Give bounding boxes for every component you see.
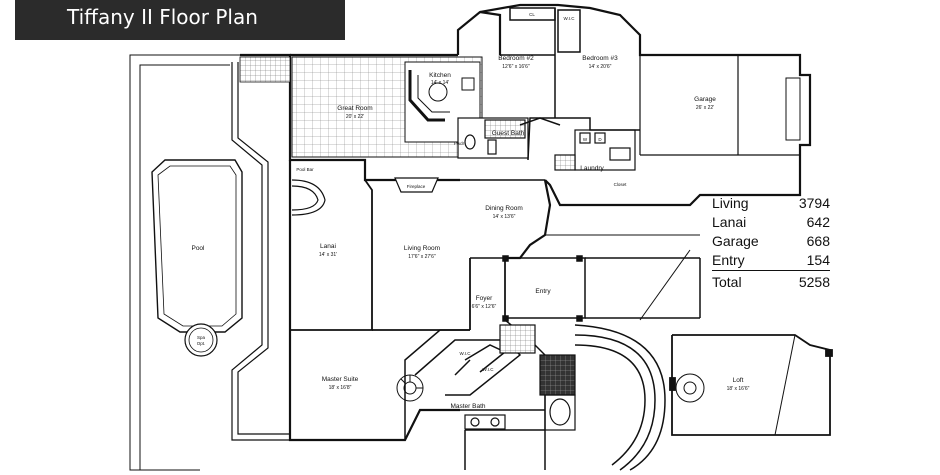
room-name: Great Room <box>337 105 372 112</box>
total-value: 5258 <box>798 274 830 290</box>
area-value: 668 <box>806 233 830 249</box>
site-outline <box>129 54 240 471</box>
room-name: Living Room <box>404 245 440 252</box>
room-name: Garage <box>694 96 716 103</box>
area-row: Living 3794 <box>712 194 830 213</box>
pool-bar-label: Pool Bar <box>296 167 314 172</box>
area-row: Entry 154 <box>712 251 830 271</box>
pool-shape <box>151 159 243 357</box>
pool-bar <box>291 179 326 216</box>
spiral-stair-main <box>396 374 424 402</box>
room-dimensions: 17'6" x 27'6" <box>408 254 436 260</box>
room-name: Bedroom #3 <box>582 55 618 62</box>
room-dimensions: 14' x 20'6" <box>589 64 612 70</box>
garage-area <box>639 55 801 156</box>
wic-label: W.I.C <box>564 16 576 21</box>
entry-porch <box>502 234 701 322</box>
area-summary-table: Living 3794 Lanai 642 Garage 668 Entry 1… <box>712 194 830 292</box>
room-name: Guest Bath <box>492 130 525 137</box>
fireplace-label: Fireplace <box>407 184 426 189</box>
room-dimensions: 6'6" x 12'6" <box>472 304 497 310</box>
plan-title: Tiffany II Floor Plan <box>67 5 258 29</box>
guest-bath-area <box>457 117 529 159</box>
wic-label: W.I.C <box>460 351 472 356</box>
closet-label: CL <box>529 12 535 17</box>
area-value: 642 <box>806 214 830 230</box>
room-name: Kitchen <box>429 72 451 79</box>
room-name: Laundry <box>580 165 604 172</box>
area-label: Lanai <box>712 214 747 230</box>
room-name: Bedroom #2 <box>498 55 534 62</box>
washer-label: W <box>583 137 588 142</box>
total-label: Total <box>712 274 742 290</box>
room-name: Lanai <box>320 243 336 250</box>
room-name: Pool <box>191 245 205 252</box>
curved-walkway <box>464 324 666 471</box>
area-total-row: Total 5258 <box>712 273 830 292</box>
dryer-label: D <box>598 137 602 142</box>
closet-label: Closet <box>614 182 628 187</box>
area-label: Living <box>712 195 749 211</box>
wic-label: W.I.C <box>483 367 495 372</box>
loft-walls <box>669 334 833 436</box>
room-dimensions: 18' x 16'6" <box>727 386 750 392</box>
title-banner: Tiffany II Floor Plan <box>15 0 345 40</box>
area-value: 3794 <box>798 195 830 211</box>
spa-label: Spa <box>197 335 206 340</box>
pwdr-label: Pwdr <box>454 141 465 146</box>
room-name: Master Suite <box>322 376 359 383</box>
dining-walls <box>460 179 545 320</box>
area-label: Garage <box>712 233 759 249</box>
room-name: Master Bath <box>450 403 485 410</box>
room-name: Loft <box>733 377 744 384</box>
spa-opt-label: Opt. <box>197 341 206 346</box>
area-label: Entry <box>712 252 745 268</box>
area-value: 154 <box>806 252 830 268</box>
area-row: Lanai 642 <box>712 213 830 232</box>
laundry-area <box>554 129 636 171</box>
room-dimensions: 20' x 22' <box>346 114 364 120</box>
room-name: Foyer <box>476 295 493 302</box>
room-labels: Bedroom #2 12'6" x 16'6" Bedroom #3 14' … <box>191 55 749 410</box>
room-dimensions: 14' x 14' <box>431 80 449 86</box>
small-annotations: W.I.C CL Pwdr Pool Bar Fireplace Spa Opt… <box>197 12 627 372</box>
room-dimensions: 26' x 22' <box>696 105 714 111</box>
pool-deck-walls <box>231 62 290 441</box>
room-dimensions: 14' x 13'6" <box>493 214 516 220</box>
master-bath-fixtures <box>464 324 576 431</box>
room-name: Dining Room <box>485 205 523 212</box>
fireplace <box>394 177 439 193</box>
area-row: Garage 668 <box>712 232 830 251</box>
room-name: Entry <box>535 288 551 295</box>
room-dimensions: 18' x 16'8" <box>329 385 352 391</box>
room-dimensions: 12'6" x 16'6" <box>502 64 530 70</box>
room-dimensions: 14' x 31' <box>319 252 337 258</box>
